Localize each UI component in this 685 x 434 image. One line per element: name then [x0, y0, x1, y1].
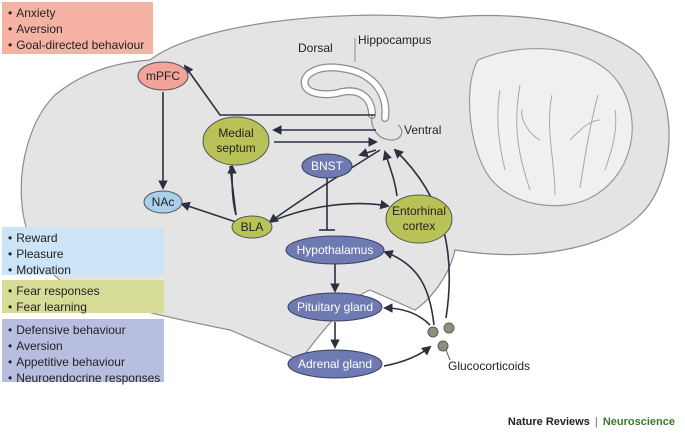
node-medial-septum: Medial septum — [202, 116, 270, 166]
hippocampus — [300, 38, 403, 141]
legend-item: Motivation — [8, 262, 158, 278]
node-pituitary-gland: Pituitary gland — [287, 292, 383, 322]
medial-septum-label-line1: Medial — [218, 126, 253, 140]
entorhinal-label-line1: Entorhinal — [392, 204, 446, 218]
nac-label: NAc — [152, 195, 175, 209]
bnst-label: BNST — [311, 159, 344, 173]
legend-fear-box: Fear responsesFear learning — [2, 280, 164, 315]
legend-item: Neuroendocrine responses — [8, 370, 160, 386]
legend-item: Anxiety — [8, 5, 147, 21]
adrenal-label: Adrenal gland — [298, 357, 372, 371]
publisher-name: Nature Reviews — [507, 416, 590, 428]
node-adrenal-gland: Adrenal gland — [287, 349, 383, 379]
legend-anxiety-box: AnxietyAversionGoal-directed behaviour — [2, 2, 153, 54]
legend-item: Fear learning — [8, 299, 158, 315]
journal-name: Neuroscience — [602, 416, 675, 428]
hippocampus-label: Hippocampus — [358, 33, 431, 47]
node-mpfc: mPFC — [137, 61, 189, 91]
mpfc-label: mPFC — [146, 69, 180, 83]
credit-separator: | — [594, 416, 598, 428]
legend-item: Aversion — [8, 21, 147, 37]
dorsal-label: Dorsal — [298, 41, 333, 55]
node-entorhinal-cortex: Entorhinal cortex — [385, 194, 453, 244]
legend-defense-box: Defensive behaviourAversionAppetitive be… — [2, 319, 164, 385]
hypothalamus-label: Hypothalamus — [297, 243, 374, 257]
node-hypothalamus: Hypothalamus — [285, 235, 385, 265]
node-bla: BLA — [231, 215, 273, 239]
cerebellum — [468, 47, 633, 207]
glucocorticoids-label: Glucocorticoids — [448, 359, 530, 373]
legend-item: Reward — [8, 230, 158, 246]
legend-item: Appetitive behaviour — [8, 354, 158, 370]
legend-item: Defensive behaviour — [8, 322, 158, 338]
legend-item: Goal-directed behaviour — [8, 37, 147, 53]
glucocorticoid-molecules — [427, 322, 455, 352]
legend-item: Aversion — [8, 338, 158, 354]
ventral-label: Ventral — [404, 123, 441, 137]
legend-item: Pleasure — [8, 246, 158, 262]
entorhinal-label-line2: cortex — [403, 219, 436, 233]
medial-septum-label-line2: septum — [216, 141, 255, 155]
node-bnst: BNST — [301, 153, 353, 179]
node-nac: NAc — [143, 190, 183, 214]
legend-item: Fear responses — [8, 283, 158, 299]
bla-label: BLA — [241, 220, 264, 234]
pituitary-label: Pituitary gland — [297, 300, 373, 314]
journal-credit: Nature Reviews | Neuroscience — [508, 416, 675, 428]
legend-reward-box: RewardPleasureMotivation — [2, 227, 164, 278]
